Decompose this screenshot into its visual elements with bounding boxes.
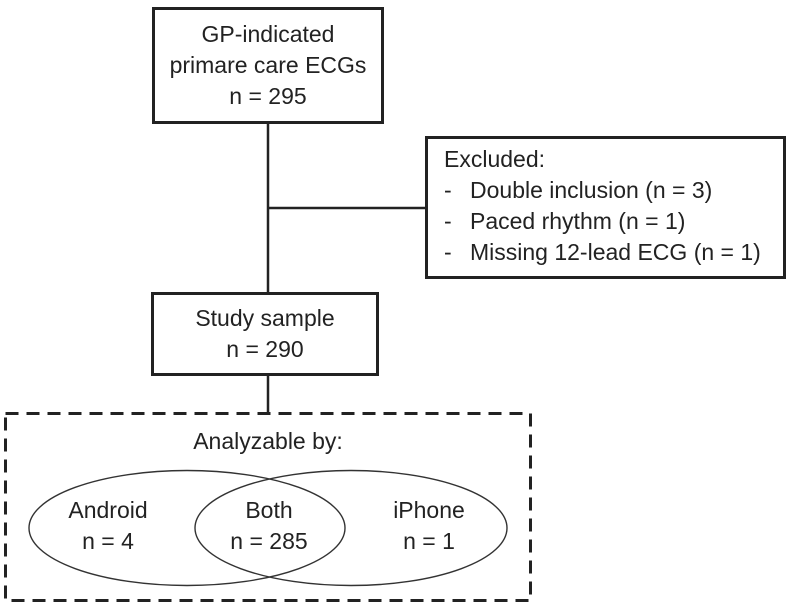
venn-iphone-count: n = 1 bbox=[403, 528, 455, 554]
analyzable-dashed-border bbox=[4, 412, 532, 602]
source-box-line-1: GP-indicated bbox=[201, 21, 335, 47]
venn-label-iphone: iPhone n = 1 bbox=[344, 495, 514, 557]
venn-ellipse-iphone bbox=[194, 469, 508, 587]
excluded-item: - Double inclusion (n = 3) bbox=[444, 175, 775, 206]
excluded-item-bullet: - bbox=[444, 208, 452, 234]
venn-both-name: Both bbox=[245, 497, 293, 523]
sample-box: Study sample n = 290 bbox=[151, 292, 379, 376]
sample-box-line-1: Study sample bbox=[195, 305, 335, 331]
excluded-item-bullet: - bbox=[444, 239, 452, 265]
excluded-item-text: Missing 12-lead ECG (n = 1) bbox=[470, 239, 761, 265]
excluded-item-text: Paced rhythm (n = 1) bbox=[470, 208, 686, 234]
source-box-line-2: primare care ECGs bbox=[169, 52, 367, 78]
excluded-box: Excluded: - Double inclusion (n = 3) - P… bbox=[425, 136, 786, 279]
venn-android-name: Android bbox=[68, 497, 148, 523]
venn-android-count: n = 4 bbox=[82, 528, 134, 554]
venn-label-both: Both n = 285 bbox=[184, 495, 354, 557]
venn-both-count: n = 285 bbox=[230, 528, 308, 554]
venn-iphone-name: iPhone bbox=[393, 497, 465, 523]
analyzable-title: Analyzable by: bbox=[193, 428, 343, 454]
excluded-item: - Paced rhythm (n = 1) bbox=[444, 206, 775, 237]
excluded-item-text: Double inclusion (n = 3) bbox=[470, 177, 713, 203]
venn-label-android: Android n = 4 bbox=[23, 495, 193, 557]
venn-ellipse-android bbox=[28, 469, 346, 587]
source-box: GP-indicated primare care ECGs n = 295 bbox=[152, 7, 384, 124]
excluded-box-title: Excluded: bbox=[444, 146, 546, 172]
excluded-item-bullet: - bbox=[444, 177, 452, 203]
sample-box-count: n = 290 bbox=[226, 336, 304, 362]
excluded-item: - Missing 12-lead ECG (n = 1) bbox=[444, 237, 775, 268]
source-box-count: n = 295 bbox=[229, 83, 307, 109]
